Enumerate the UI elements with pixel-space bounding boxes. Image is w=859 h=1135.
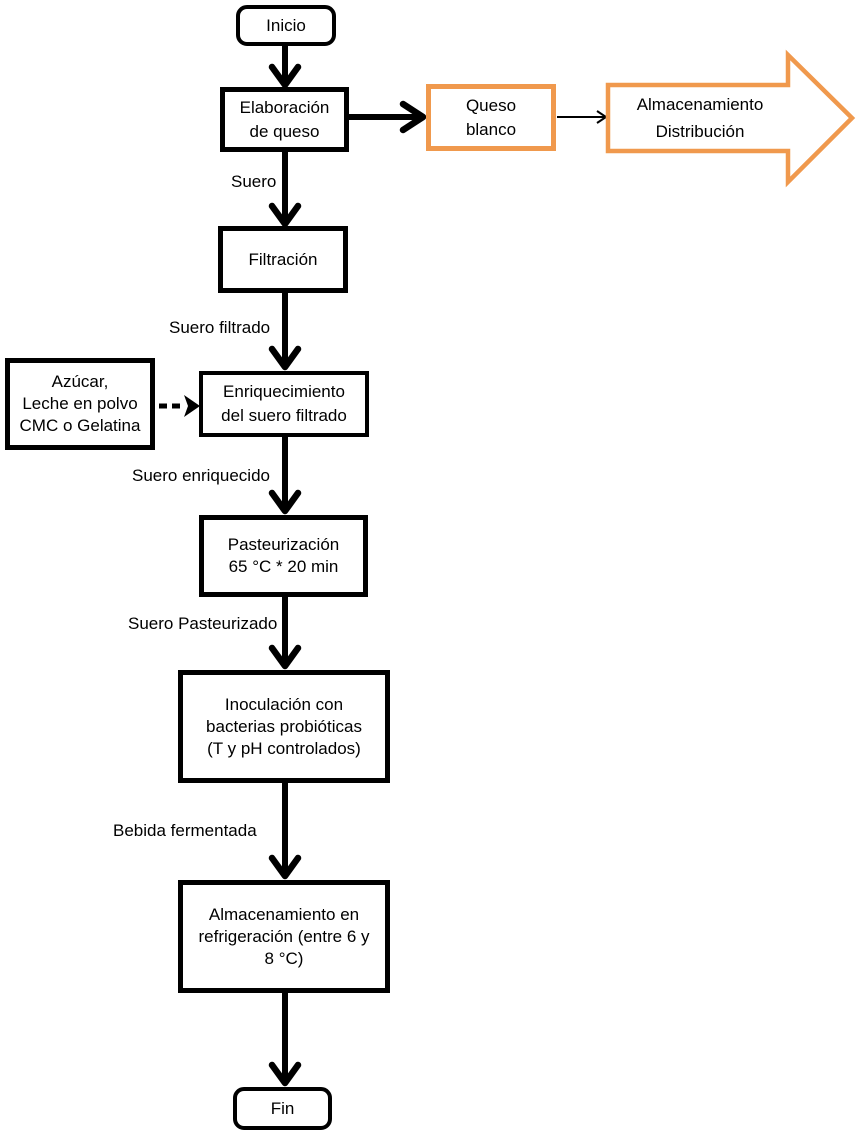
block-arrow-line1: Almacenamiento [636,95,764,114]
node-queso-blanco: Queso blanco [426,84,556,151]
arrow-refrigeracion-to-fin [268,993,302,1087]
arrow-elaboracion-to-queso-blanco [349,100,427,134]
node-inoculacion-line1: Inoculación con [224,694,344,714]
node-fin: Fin [233,1087,332,1130]
edge-label-suero-filtrado: Suero filtrado [169,318,271,337]
arrow-filtracion-to-enriquecimiento [268,293,302,371]
node-inicio-label: Inicio [266,15,306,35]
node-refrigeracion-line1: Almacenamiento en [208,904,360,924]
arrow-inicio-to-elaboracion [268,46,302,89]
arrow-insumos-to-enriquecimiento [159,395,200,417]
node-insumos-line2: Leche en polvo [22,394,138,413]
edge-label-suero: Suero [231,172,277,191]
node-elaboracion-line2: de queso [249,121,320,141]
node-enriquecimiento-line1: Enriquecimiento [223,382,345,401]
node-insumos-line3: CMC o Gelatina [19,416,141,435]
arrow-enriquecimiento-to-pasteurizacion [268,437,302,515]
edge-label-suero-pasteurizado: Suero Pasteurizado [128,614,278,633]
node-enriquecimiento-line2: del suero filtrado [221,406,347,425]
node-inicio: Inicio [236,5,336,46]
node-insumos: Azúcar, Leche en polvo CMC o Gelatina [5,358,155,450]
node-refrigeracion: Almacenamiento en refrigeración (entre 6… [178,880,390,993]
arrow-queso-blanco-to-almacenamiento [557,110,608,124]
node-filtracion: Filtración [218,226,348,293]
node-elaboracion-line1: Elaboración [239,97,330,117]
node-refrigeracion-line3: 8 °C) [264,948,304,968]
node-pasteurizacion: Pasteurización 65 °C * 20 min [199,515,368,597]
arrow-inoculacion-to-refrigeracion [268,783,302,880]
node-inoculacion-line3: (T y pH controlados) [207,738,361,758]
block-arrow-line2: Distribución [655,122,745,141]
node-refrigeracion-line2: refrigeración (entre 6 y [198,926,370,946]
node-inoculacion: Inoculación con bacterias probióticas (T… [178,670,390,783]
node-inoculacion-line2: bacterias probióticas [206,716,362,736]
edge-label-suero-enriquecido: Suero enriquecido [132,466,270,485]
edge-label-bebida-fermentada: Bebida fermentada [113,821,257,840]
node-almacenamiento-distribucion: Almacenamiento Distribución [612,87,788,149]
node-pasteurizacion-line2: 65 °C * 20 min [228,557,339,576]
node-queso-blanco-line2: blanco [465,119,517,139]
node-pasteurizacion-line1: Pasteurización [227,535,340,554]
node-filtracion-label: Filtración [248,249,318,269]
node-elaboracion-de-queso: Elaboración de queso [220,87,349,152]
node-queso-blanco-line1: Queso [465,95,517,115]
node-fin-label: Fin [270,1098,295,1118]
node-enriquecimiento: Enriquecimiento del suero filtrado [199,371,369,437]
node-insumos-line1: Azúcar, [51,372,109,391]
